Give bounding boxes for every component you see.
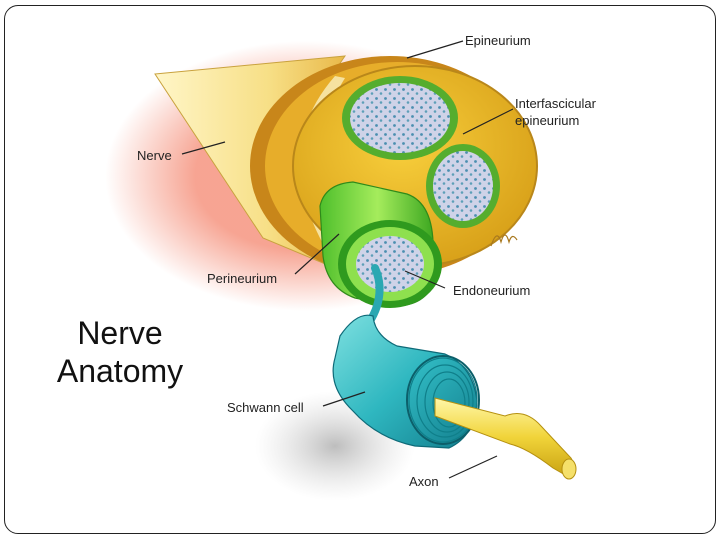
leader-lines <box>181 40 514 479</box>
label-epineurium: Epineurium <box>465 33 531 48</box>
label-interfascicular-1: Interfascicular <box>515 96 597 111</box>
axon-tip <box>561 458 577 480</box>
slide-title: Nerve Anatomy <box>35 314 205 391</box>
label-endoneurium: Endoneurium <box>453 283 530 298</box>
leader-epineurium <box>406 40 464 59</box>
nerve-anatomy-diagram: Epineurium Interfascicular epineurium Ne… <box>105 33 597 501</box>
schwann-cut-face <box>406 355 480 445</box>
label-perineurium: Perineurium <box>207 271 277 286</box>
fascicle-top-core <box>350 83 450 153</box>
leader-endoneurium <box>404 270 446 289</box>
label-interfascicular-2: epineurium <box>515 113 579 128</box>
leader-axon <box>448 455 498 479</box>
slide-frame: Epineurium Interfascicular epineurium Ne… <box>4 5 716 534</box>
label-schwann-cell: Schwann cell <box>227 400 304 415</box>
leader-interfascicular <box>462 108 514 135</box>
endoneurium-core <box>356 236 424 292</box>
leader-nerve <box>181 141 226 155</box>
slide-title-line-1: Nerve <box>77 315 163 351</box>
label-nerve: Nerve <box>137 148 172 163</box>
label-axon: Axon <box>409 474 439 489</box>
slide-title-line-2: Anatomy <box>56 353 184 390</box>
artist-signature <box>490 234 518 247</box>
fascicle-right-core <box>433 151 493 221</box>
leader-perineurium <box>294 233 340 275</box>
leader-schwann <box>322 391 366 407</box>
myelin-layers <box>408 357 478 443</box>
